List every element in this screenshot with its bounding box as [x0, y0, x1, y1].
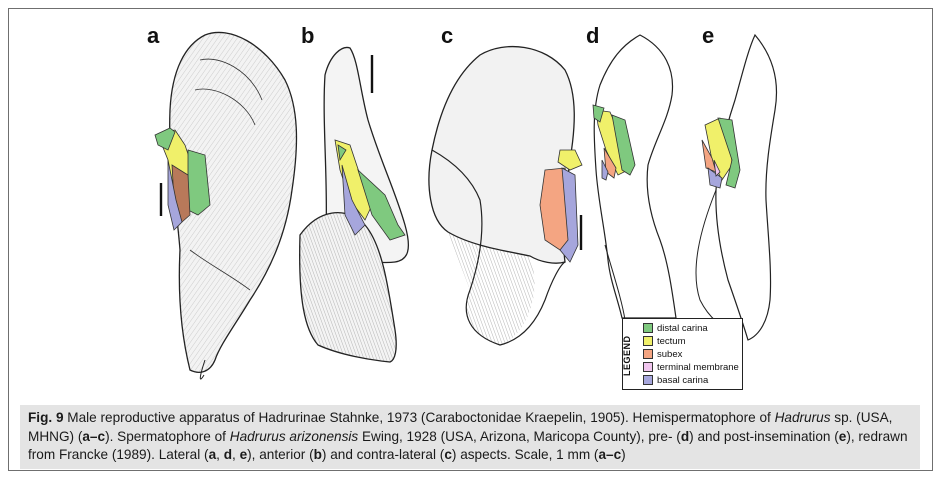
legend-label: basal carina	[657, 374, 709, 386]
legend-swatch	[643, 362, 653, 372]
caption-panel-ref: e	[838, 428, 847, 444]
legend-item-basal-carina: basal carina	[643, 374, 708, 386]
legend-item-terminal-membrane: terminal membrane	[643, 361, 739, 373]
legend-label: terminal membrane	[657, 361, 739, 373]
caption-genus: Hadrurus	[774, 410, 831, 425]
caption-panel-ref: d	[223, 447, 232, 462]
legend-label: subex	[657, 348, 683, 360]
caption-panel-ref: d	[680, 428, 690, 444]
legend-title: LEGEND	[622, 335, 632, 377]
legend-item-subex: subex	[643, 348, 682, 360]
caption-panel-ref: b	[313, 447, 322, 462]
legend-swatch	[643, 349, 653, 359]
figure-caption: Fig. 9 Male reproductive apparatus of Ha…	[20, 405, 920, 469]
caption-panel-ref: c	[444, 447, 452, 462]
panel-label-d: d	[586, 23, 600, 48]
panel-label-c: c	[441, 23, 454, 48]
caption-panel-ref: a	[208, 447, 217, 462]
legend-swatch	[643, 336, 653, 346]
caption-panel-ref: a–c	[82, 428, 106, 444]
panel-label-b: b	[301, 23, 315, 48]
caption-text: ). Spermatophore of	[105, 428, 230, 444]
caption-text: ), redrawn from Francke (1989). Lateral …	[28, 428, 908, 463]
legend-item-tectum: tectum	[643, 335, 686, 347]
legend-box: LEGEND distal carina tectum subex termin…	[622, 318, 743, 390]
panel-c-drawing	[428, 45, 583, 346]
caption-text: )	[621, 447, 626, 462]
panel-a-drawing	[154, 31, 298, 380]
caption-panel-ref: e	[239, 447, 248, 462]
caption-text: sp. (USA, MHNG) (	[28, 410, 893, 444]
caption-text: ,	[232, 447, 240, 462]
caption-text: Ewing, 1928 (USA, Arizona, Maricopa Coun…	[358, 428, 681, 444]
legend-label: distal carina	[657, 322, 708, 334]
caption-text: ) and post-insemination (	[689, 428, 839, 444]
panel-label-e: e	[702, 23, 715, 48]
caption-fig-number: Fig. 9	[28, 410, 64, 425]
legend-swatch	[643, 323, 653, 333]
panel-e-drawing	[695, 33, 778, 341]
caption-text: ,	[216, 447, 224, 462]
legend-item-distal-carina: distal carina	[643, 322, 708, 334]
caption-text: ), anterior (	[247, 447, 314, 462]
caption-species: Hadrurus arizonensis	[229, 428, 359, 444]
caption-text: ) aspects. Scale, 1 mm (	[451, 447, 599, 462]
legend-label: tectum	[657, 335, 686, 347]
panel-label-a: a	[147, 23, 160, 48]
caption-panel-ref: a–c	[598, 447, 622, 462]
caption-text: Male reproductive apparatus of Hadrurina…	[63, 410, 775, 425]
legend-swatch	[643, 375, 653, 385]
panel-d-drawing	[592, 34, 677, 321]
caption-text: ) and contra-lateral (	[321, 447, 445, 462]
panel-b-drawing	[299, 46, 409, 363]
